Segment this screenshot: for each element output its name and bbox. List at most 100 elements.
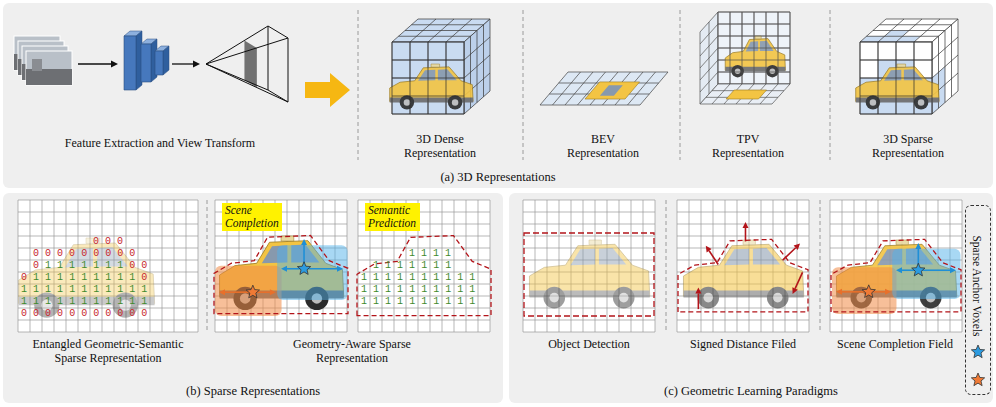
grid-digit bbox=[99, 308, 105, 319]
grid-digit bbox=[135, 296, 141, 307]
grid-digit bbox=[87, 272, 93, 283]
illustration-part bbox=[553, 72, 581, 105]
label-slot: BEV Representation bbox=[560, 133, 646, 160]
illustration-part bbox=[523, 308, 655, 309]
grid-digit: 1 bbox=[361, 284, 367, 295]
illustration-part bbox=[198, 200, 199, 332]
illustration-part bbox=[535, 200, 536, 332]
grid-digit bbox=[123, 296, 129, 307]
voxel-cell bbox=[878, 42, 896, 60]
illustration-part bbox=[162, 200, 163, 332]
grid-digit bbox=[51, 296, 57, 307]
grid-digit: 1 bbox=[433, 260, 439, 271]
illustration-part bbox=[860, 96, 932, 97]
grid-ground bbox=[215, 200, 347, 332]
illustration-part bbox=[766, 65, 778, 77]
label-slot: 3D Dense Representation bbox=[397, 133, 483, 160]
grid-digit bbox=[427, 248, 433, 259]
separator bbox=[820, 200, 821, 332]
grid-digit bbox=[87, 284, 93, 295]
grid-digit bbox=[463, 272, 469, 283]
voxel-cell bbox=[754, 24, 766, 36]
grid-digit bbox=[379, 272, 385, 283]
illustration-part bbox=[14, 10, 958, 160]
illustration-part bbox=[400, 95, 414, 109]
illustration-part bbox=[932, 19, 958, 42]
illustration-part bbox=[523, 200, 655, 201]
grid-digit bbox=[63, 296, 69, 307]
grid-ground bbox=[523, 200, 655, 332]
highlight-label: Scene Completion bbox=[222, 203, 282, 230]
illustration-part bbox=[206, 64, 268, 90]
figure-label: Geometry-Aware Sparse Representation bbox=[277, 338, 427, 365]
illustration-part bbox=[962, 200, 963, 332]
illustration-part bbox=[677, 332, 809, 333]
grid-digit: 1 bbox=[69, 260, 75, 271]
illustration-part bbox=[30, 200, 31, 332]
illustration-part bbox=[860, 42, 932, 43]
grid-digit bbox=[403, 260, 409, 271]
figure-label: Entangled Geometric-Semantic Sparse Repr… bbox=[23, 338, 193, 365]
grid-digit: 1 bbox=[57, 296, 63, 307]
grid-digit bbox=[27, 272, 33, 283]
illustration-part bbox=[830, 236, 962, 237]
separator bbox=[358, 10, 359, 160]
grid-digit: 1 bbox=[105, 296, 111, 307]
voxel-cell bbox=[637, 83, 659, 94]
grid-digit bbox=[415, 248, 421, 259]
illustration-part bbox=[399, 36, 471, 37]
arrow-head bbox=[742, 222, 748, 228]
grid-digit: 1 bbox=[373, 272, 379, 283]
illustration-part bbox=[830, 224, 962, 225]
grid-digit: 1 bbox=[445, 296, 451, 307]
grid-digit bbox=[99, 236, 105, 247]
grid-digit bbox=[51, 248, 57, 259]
grid-digit: 1 bbox=[45, 296, 51, 307]
illustration-part bbox=[547, 200, 548, 332]
illustration-part bbox=[392, 60, 464, 61]
grid-digit: 1 bbox=[21, 296, 27, 307]
label-slot: Entangled Geometric-Semantic Sparse Repr… bbox=[23, 338, 193, 365]
illustration-part bbox=[773, 293, 783, 303]
illustration-part bbox=[442, 200, 443, 332]
legend-box: Sparse Anchor Voxels bbox=[965, 205, 991, 395]
illustration-part bbox=[830, 332, 962, 333]
grid-digit bbox=[367, 272, 373, 283]
grid-digit bbox=[135, 284, 141, 295]
voxel-cell bbox=[860, 42, 878, 60]
illustration-part bbox=[18, 200, 19, 332]
illustration-part bbox=[523, 224, 655, 225]
arrow-shaft bbox=[698, 294, 700, 310]
illustration-part bbox=[860, 78, 932, 79]
illustration-part bbox=[454, 200, 455, 332]
label-slot: 0 1 1 1 1 1 1 1 0 0 bbox=[33, 260, 147, 272]
illustration-part bbox=[830, 212, 962, 213]
arrow-head bbox=[836, 289, 842, 295]
grid-digit: 0 bbox=[129, 308, 135, 319]
illustration-part bbox=[700, 12, 718, 32]
grid-digit bbox=[111, 248, 117, 259]
illustration-part bbox=[619, 293, 629, 303]
illustration-part bbox=[392, 42, 464, 43]
arrow-shaft bbox=[709, 251, 718, 265]
illustration-part bbox=[897, 64, 906, 67]
illustration-part bbox=[392, 78, 464, 79]
grid-ground bbox=[677, 200, 809, 332]
voxel-cell bbox=[778, 36, 790, 48]
figure-label: 3D Dense Representation bbox=[397, 133, 483, 160]
grid-digit bbox=[27, 308, 33, 319]
anchor-star bbox=[246, 285, 259, 298]
car-figure bbox=[529, 240, 649, 308]
grid-digit bbox=[111, 260, 117, 271]
grid-digit: 1 bbox=[57, 272, 63, 283]
illustration-part bbox=[206, 38, 288, 64]
illustration-part bbox=[540, 72, 568, 105]
grid-digit bbox=[439, 248, 445, 259]
grid-ground bbox=[358, 200, 490, 332]
grid-digit: 1 bbox=[409, 272, 415, 283]
arrow-head bbox=[270, 289, 276, 295]
grid-digit: 0 bbox=[105, 236, 111, 247]
illustration-part bbox=[358, 236, 490, 237]
illustration-part bbox=[464, 37, 490, 60]
grid-digit bbox=[39, 260, 45, 271]
